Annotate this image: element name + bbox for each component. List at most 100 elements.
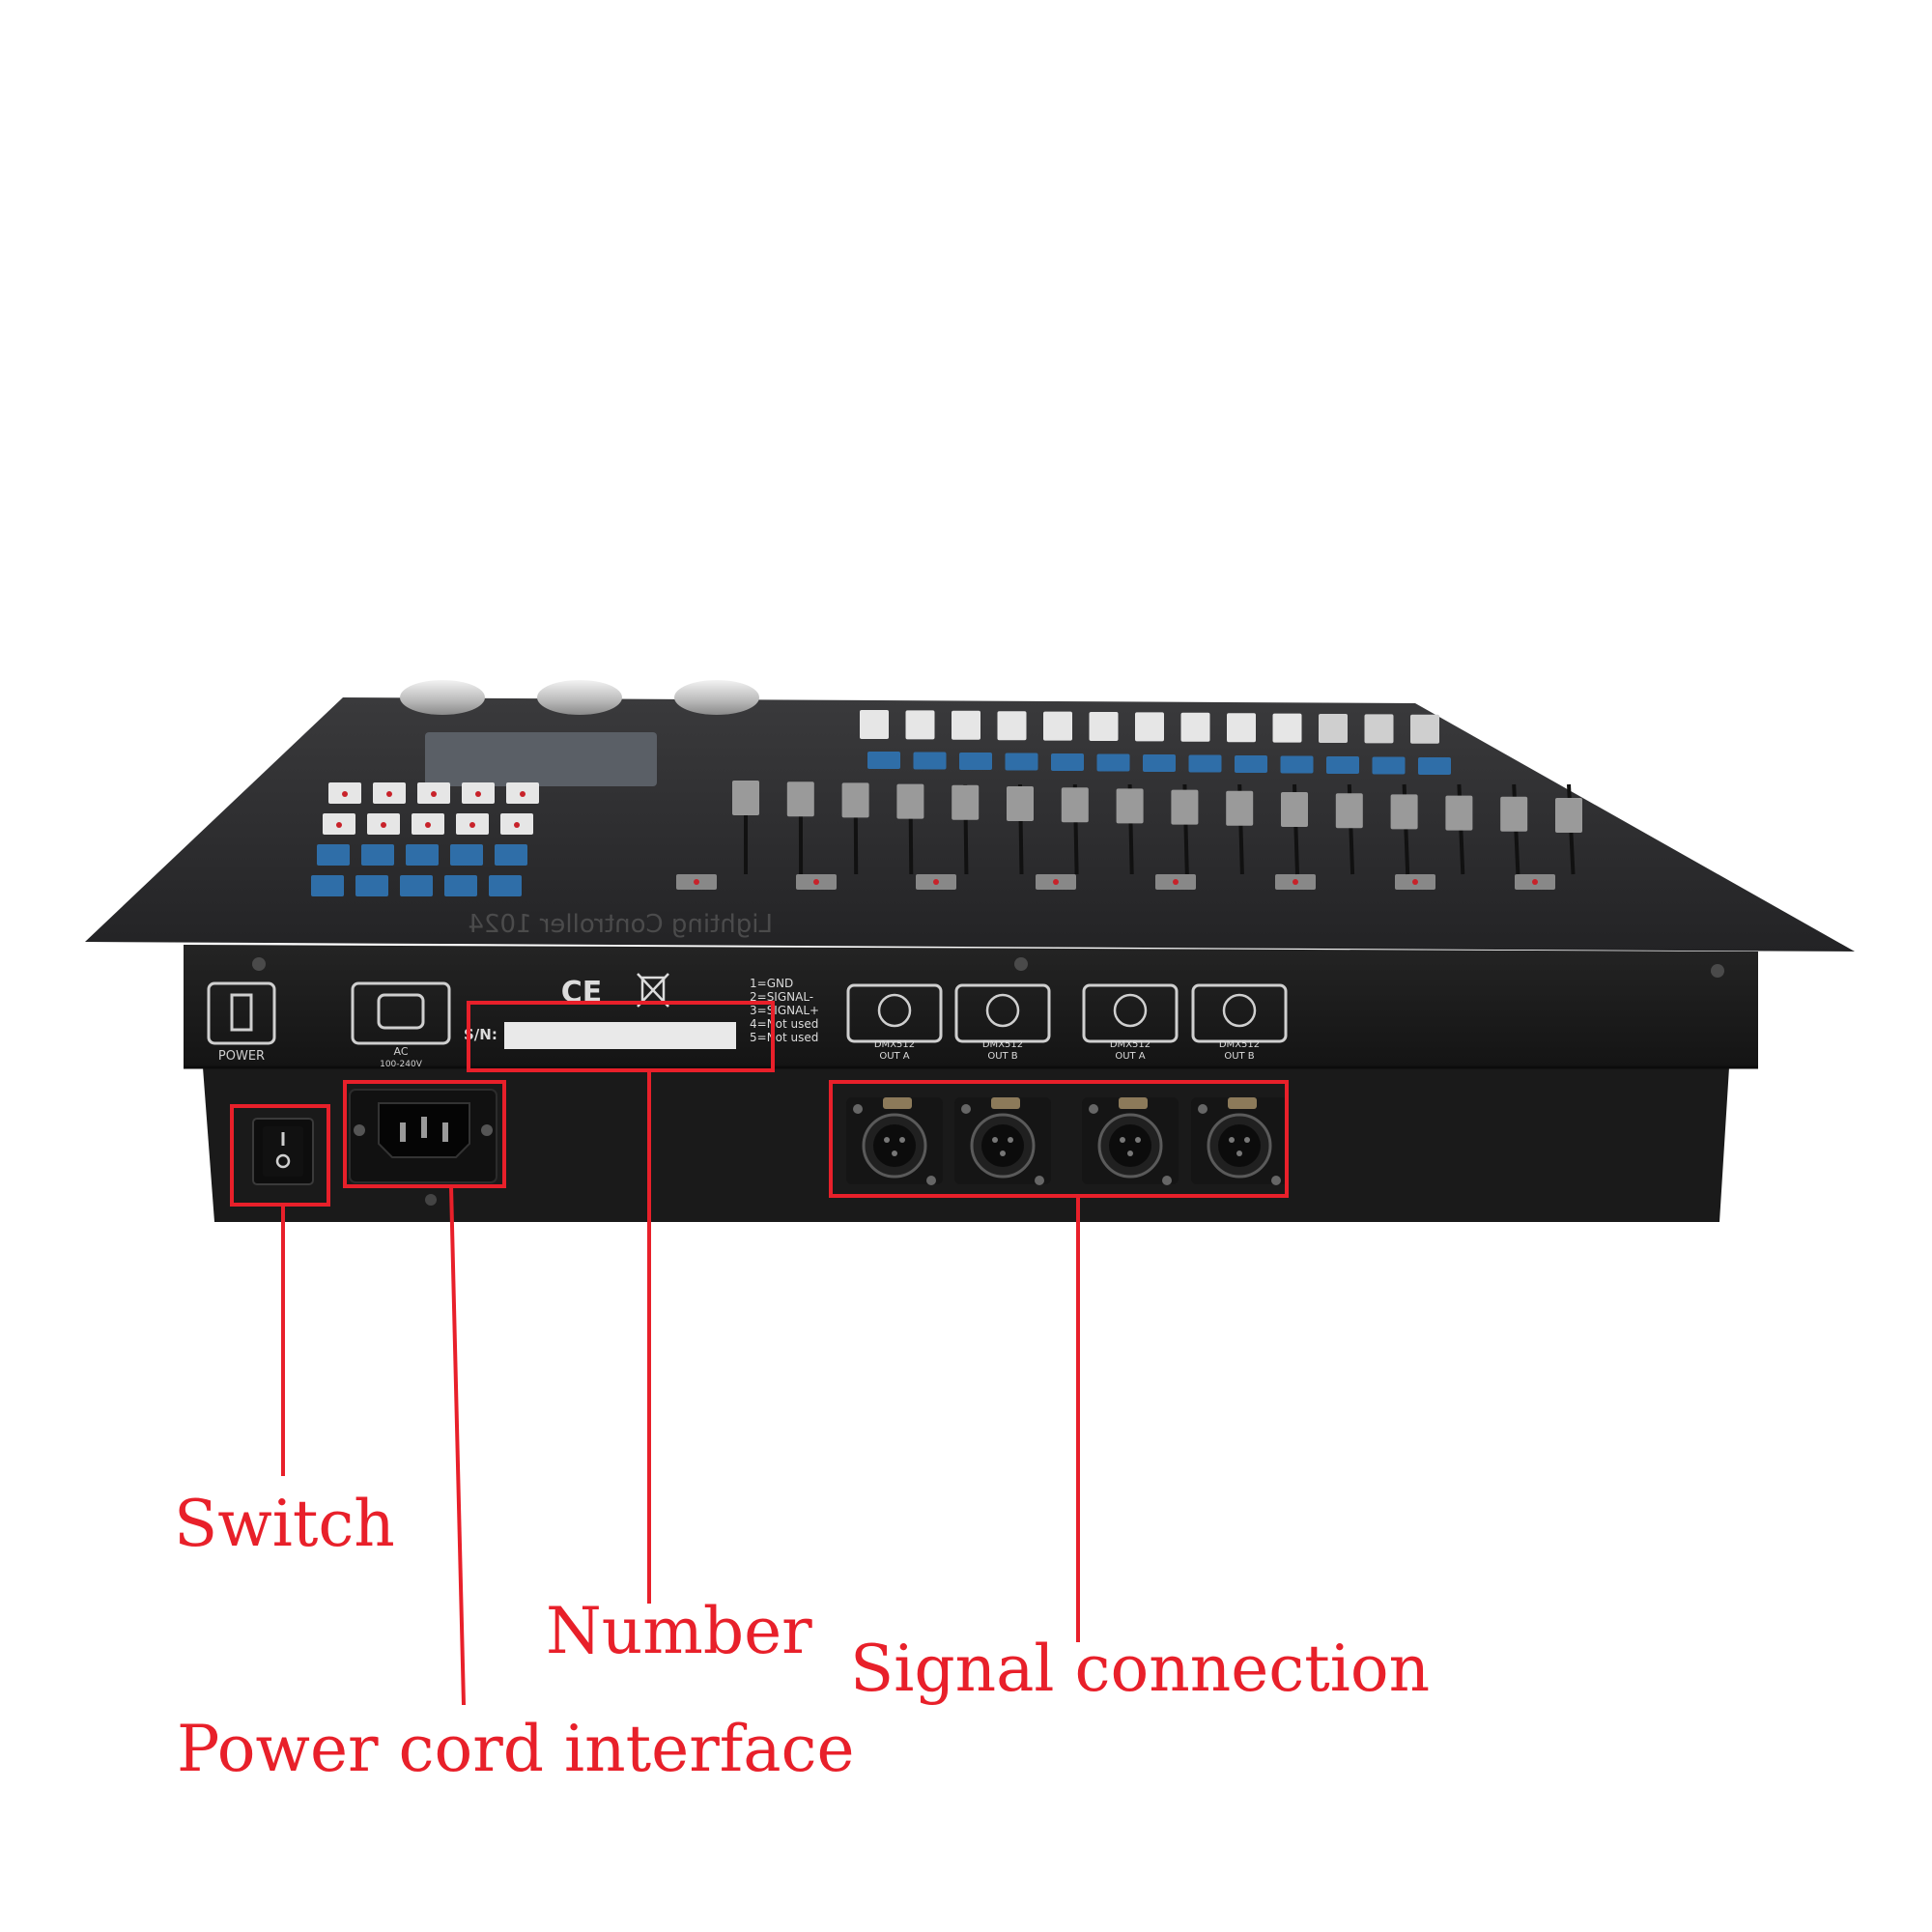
chassis-back-upper — [184, 945, 1758, 1067]
dmx-out-label-text: DMX512 — [1110, 1039, 1151, 1050]
console-button[interactable] — [1410, 714, 1439, 744]
faders — [732, 781, 1582, 875]
dmx-out-label-text: DMX512 — [1219, 1039, 1260, 1050]
dmx-out-label-4: DMX512 OUT B — [1191, 983, 1288, 1062]
console-button[interactable] — [1043, 711, 1072, 741]
fader-cap[interactable] — [1500, 796, 1528, 832]
power-cord-leader — [449, 1185, 466, 1706]
console-button[interactable] — [1272, 713, 1302, 743]
callout-boxes — [230, 1001, 1289, 1207]
console-button[interactable] — [860, 710, 889, 739]
console-button[interactable] — [355, 875, 388, 896]
fader-cap[interactable] — [1116, 788, 1144, 824]
power-panel-print: POWER — [207, 981, 276, 1064]
console-button[interactable] — [450, 844, 483, 866]
power-panel-label: POWER — [218, 1049, 265, 1064]
console-button[interactable] — [311, 875, 344, 896]
dmx-out-label-1: DMX512 OUT A — [846, 983, 943, 1062]
pin-legend-line: 1=GND — [750, 977, 793, 990]
number-callout-box — [467, 1001, 775, 1072]
console-button[interactable] — [913, 752, 947, 770]
console-button[interactable] — [1051, 753, 1084, 771]
number-label: Number — [546, 1594, 812, 1668]
dmx-xlr-connectors — [846, 1097, 1288, 1185]
console-button[interactable] — [1372, 756, 1406, 775]
fader-cap[interactable] — [1061, 787, 1089, 823]
fader-cap[interactable] — [1445, 795, 1473, 831]
console-button[interactable] — [1319, 714, 1348, 743]
ac-panel-label: AC — [393, 1045, 408, 1058]
fader-cap[interactable] — [1281, 792, 1308, 827]
console-button[interactable] — [1143, 754, 1176, 772]
ac-panel-print: AC 100-240V — [351, 981, 451, 1069]
console-button[interactable] — [1326, 756, 1359, 774]
panel-print-text: Lighting Controller 1024 — [468, 910, 773, 939]
console-button[interactable] — [1180, 712, 1210, 742]
console-button[interactable] — [959, 753, 992, 770]
signal-callout-box — [829, 1080, 1289, 1198]
fader-cap[interactable] — [732, 781, 759, 815]
fader-cap[interactable] — [786, 781, 814, 817]
fader-cap[interactable] — [1226, 790, 1254, 826]
fader-cap[interactable] — [1390, 794, 1418, 830]
console-button[interactable] — [1096, 753, 1130, 772]
console-button[interactable] — [952, 710, 980, 740]
console-button[interactable] — [495, 844, 527, 866]
pin-legend: 1=GND 2=SIGNAL- 3=SIGNAL+ 4=Not used 5=N… — [750, 977, 819, 1044]
lcd-screen — [425, 732, 657, 786]
dmx-out-label-2: DMX512 OUT B — [954, 983, 1051, 1062]
screw — [1711, 964, 1724, 978]
jog-wheel-1 — [400, 680, 485, 715]
dmx-out-label-text: OUT B — [1224, 1051, 1254, 1062]
power-cord-interface-label: Power cord interface — [177, 1712, 855, 1786]
serial-label: S/N: — [464, 1026, 497, 1043]
console-button[interactable] — [905, 710, 935, 740]
screw — [252, 957, 266, 971]
fader-cap[interactable] — [952, 784, 980, 820]
console-button[interactable] — [1005, 753, 1038, 771]
dmx-out-label-text: DMX512 — [982, 1039, 1023, 1050]
power-rocker-switch[interactable] — [252, 1118, 314, 1185]
fader-cap[interactable] — [1555, 798, 1582, 833]
dmx-output-labels: DMX512 OUT A DMX512 OUT B DMX512 OUT A D… — [846, 983, 1288, 1062]
callout-leaders — [281, 1070, 1080, 1706]
dmx-out-label-text: DMX512 — [874, 1039, 915, 1050]
jog-wheel-2 — [537, 680, 622, 715]
console-button[interactable] — [997, 711, 1027, 741]
dmx-out-label-text: OUT B — [987, 1051, 1017, 1062]
dmx-out-label-text: OUT A — [1115, 1051, 1145, 1062]
jog-wheel-3 — [674, 680, 759, 715]
xlr-connector-1[interactable] — [846, 1097, 943, 1185]
console-button[interactable] — [400, 875, 433, 896]
console-button[interactable] — [489, 875, 522, 896]
console-button[interactable] — [1235, 755, 1267, 773]
dmx-out-label-text: OUT A — [879, 1051, 909, 1062]
switch-callout-box — [230, 1104, 330, 1207]
dmx-out-label-3: DMX512 OUT A — [1082, 983, 1179, 1062]
fader-cap[interactable] — [1335, 793, 1363, 829]
fader-cap[interactable] — [841, 782, 869, 818]
xlr-connector-4[interactable] — [1191, 1097, 1288, 1185]
console-button[interactable] — [1188, 754, 1222, 773]
console-button[interactable] — [1227, 713, 1256, 743]
fader-cap[interactable] — [1007, 786, 1034, 821]
xlr-connector-2[interactable] — [954, 1097, 1051, 1185]
ac-panel-range: 100-240V — [380, 1060, 423, 1069]
console-button[interactable] — [406, 844, 439, 866]
iec-power-inlet[interactable] — [349, 1089, 497, 1183]
pin-legend-line: 2=SIGNAL- — [750, 990, 813, 1004]
switch-label: Switch — [174, 1487, 395, 1561]
fader-cap[interactable] — [1171, 789, 1199, 825]
console-button[interactable] — [1364, 714, 1394, 744]
console-button[interactable] — [361, 844, 394, 866]
console-button[interactable] — [867, 752, 900, 769]
fader-cap[interactable] — [896, 783, 924, 819]
xlr-connector-3[interactable] — [1082, 1097, 1179, 1185]
console-button[interactable] — [1418, 757, 1451, 775]
console-button[interactable] — [1089, 712, 1119, 741]
console-button[interactable] — [1280, 755, 1314, 774]
console-button[interactable] — [1135, 712, 1164, 742]
console-button[interactable] — [444, 875, 477, 896]
console-button[interactable] — [317, 844, 350, 866]
